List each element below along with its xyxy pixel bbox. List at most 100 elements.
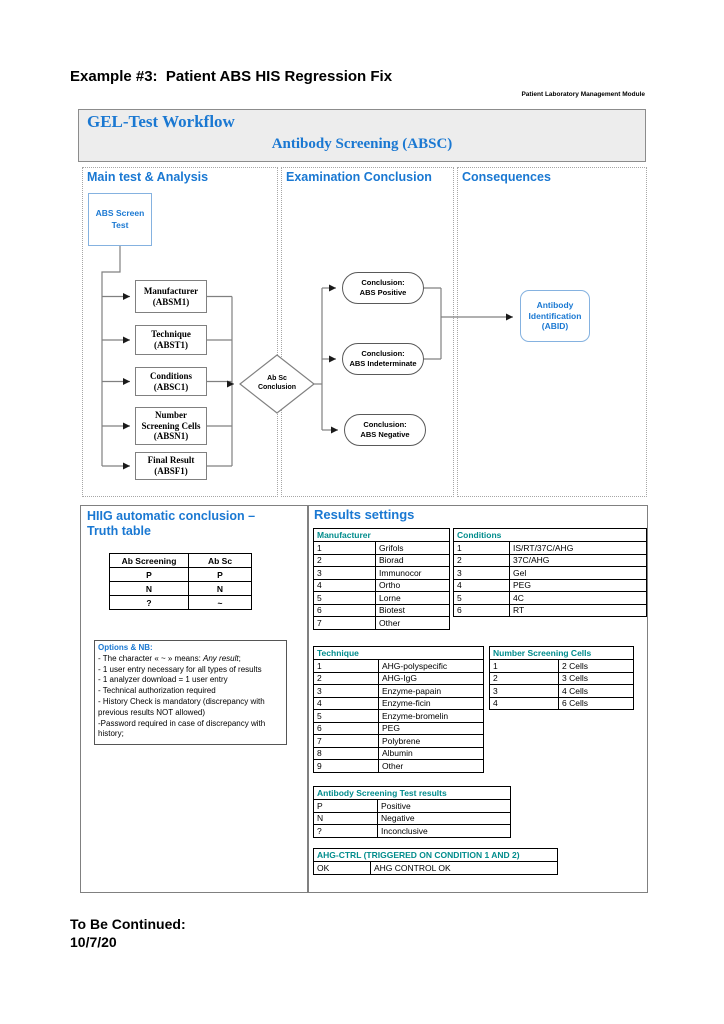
table-cell: AHG CONTROL OK <box>370 861 558 875</box>
table-cell: P <box>313 799 378 813</box>
step-label: Manufacturer <box>143 285 199 296</box>
table-header-row: Number Screening Cells <box>489 646 634 660</box>
workflow-header-box: GEL-Test Workflow Antibody Screening (AB… <box>78 109 646 162</box>
conclusion-label: Conclusion: <box>361 278 405 288</box>
table-cell: 2 Cells <box>558 659 634 673</box>
column-main-test: Main test & Analysis <box>82 167 278 497</box>
table-header-row: Antibody Screening Test results <box>313 786 511 800</box>
table-cell: 3 Cells <box>558 671 634 685</box>
table-cell: 3 <box>489 684 559 698</box>
options-line: - History Check is mandatory (discrepanc… <box>98 696 265 717</box>
table-cell: Ortho <box>375 578 450 592</box>
table-cell: 4 <box>313 696 379 710</box>
table-cell: 4C <box>509 591 647 605</box>
table-cell: N <box>188 581 252 596</box>
table-cell: Other <box>378 759 484 773</box>
table-cell: AHG-IgG <box>378 671 484 685</box>
table-cell: 3 <box>453 566 510 580</box>
table-cell: 1 <box>313 659 379 673</box>
table-cell: Enzyme-papain <box>378 684 484 698</box>
decision-ab-sc-conclusion: Ab Sc Conclusion <box>248 375 306 393</box>
table-cell: PEG <box>378 721 484 735</box>
options-line-tilde: - The character « ~ » means: Any result; <box>98 654 283 665</box>
options-line-italic: Any result <box>203 653 239 663</box>
truth-header-row: Ab Screening Ab Sc <box>109 553 252 568</box>
table-cell: 2 <box>313 671 379 685</box>
abid-line1: Antibody <box>536 300 574 311</box>
table-cell: Biotest <box>375 603 450 617</box>
options-nb-box: Options & NB: - The character « ~ » mean… <box>94 640 287 746</box>
table-cell: IS/RT/37C/AHG <box>509 541 647 555</box>
table-cell: ~ <box>188 595 252 610</box>
table-header-row: Manufacturer <box>313 528 450 542</box>
options-line: - 1 analyzer download = 1 user entry <box>98 675 228 685</box>
step-code: (ABSF1) <box>154 466 188 476</box>
conclusion-label: Conclusion: <box>361 349 405 359</box>
table-cell: 3 <box>313 684 379 698</box>
table-cell: N <box>109 581 189 596</box>
table-cell: Negative <box>377 811 511 825</box>
table-cell: 7 <box>313 734 379 748</box>
step-code: (ABSM1) <box>152 296 190 307</box>
table-cell: 4 <box>489 696 559 710</box>
table-cell: 4 <box>313 578 376 592</box>
column-examination-conclusion: Examination Conclusion <box>281 167 454 497</box>
table-cell: Polybrene <box>378 734 484 748</box>
column-main-test-header: Main test & Analysis <box>87 170 209 184</box>
conclusion-abs-positive-node: Conclusion: ABS Positive <box>342 272 424 304</box>
table-cell: 6 <box>453 603 510 617</box>
table-cell: RT <box>509 603 647 617</box>
step-label: Conditions <box>149 370 193 381</box>
table-cell: Other <box>375 616 450 630</box>
manufacturer-table-header: Manufacturer <box>313 528 450 542</box>
options-line: -Password required in case of discrepanc… <box>98 718 266 739</box>
table-cell: PEG <box>509 578 647 592</box>
table-cell: 3 <box>313 566 376 580</box>
truth-title-line1: HIIG automatic conclusion – <box>87 509 256 523</box>
column-consequences: Consequences <box>457 167 647 497</box>
table-cell: 6 Cells <box>558 696 634 710</box>
table-row: ?~ <box>109 595 252 610</box>
ahg-table-header: AHG-CTRL (TRIGGERED ON CONDITION 1 AND 2… <box>313 848 558 862</box>
table-cell: Gel <box>509 566 647 580</box>
abs-start-line1: ABS Screen <box>95 208 145 219</box>
table-cell: 8 <box>313 746 379 760</box>
table-cell: Immunocor <box>375 566 450 580</box>
step-technique-node: Technique (ABST1) <box>135 325 207 355</box>
step-number-screening-cells-node: Number Screening Cells (ABSN1) <box>135 407 207 445</box>
footer-line1: To Be Continued: <box>70 916 186 932</box>
table-cell: 1 <box>489 659 559 673</box>
conclusion-abs-indeterminate-node: Conclusion: ABS Indeterminate <box>342 343 424 375</box>
table-cell: 5 <box>453 591 510 605</box>
step-label: Number Screening Cells <box>141 410 201 431</box>
options-title: Options & NB: <box>98 643 153 652</box>
ahg-ctrl-table: AHG-CTRL (TRIGGERED ON CONDITION 1 AND 2… <box>313 848 558 875</box>
table-cell: 4 Cells <box>558 684 634 698</box>
options-line-suffix: ; <box>238 653 241 663</box>
conclusion-value: ABS Positive <box>359 288 407 297</box>
column-examination-header: Examination Conclusion <box>286 170 432 184</box>
abs-start-line2: Test <box>111 219 129 230</box>
workflow-subtitle: Antibody Screening (ABSC) <box>271 136 453 152</box>
step-code: (ABSN1) <box>153 431 189 442</box>
technique-table-header: Technique <box>313 646 484 660</box>
